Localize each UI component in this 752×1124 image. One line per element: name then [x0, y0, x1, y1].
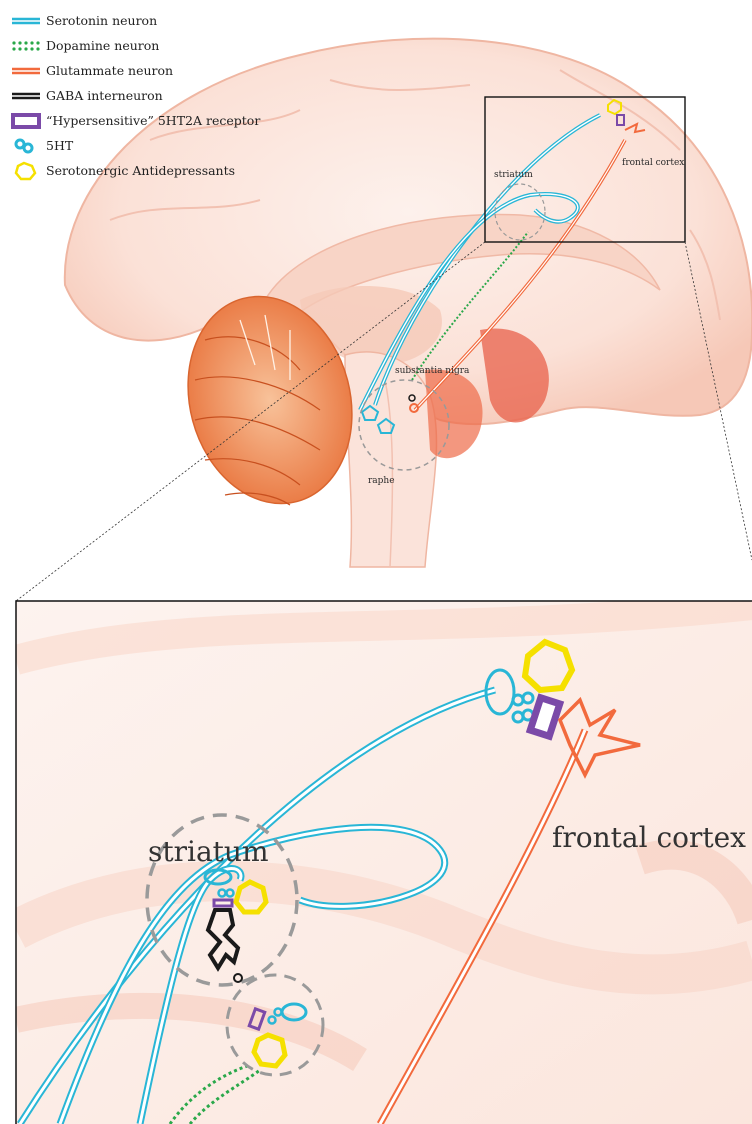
legend-item-receptor: “Hypersensitive” 5HT2A receptor — [10, 108, 300, 133]
legend-label: “Hypersensitive” 5HT2A receptor — [46, 113, 260, 128]
legend-item-antidepressant: Serotonergic Antidepressants — [10, 158, 300, 183]
antidepressant-heptagon-icon — [10, 161, 42, 181]
legend-label: 5HT — [46, 138, 73, 153]
legend-item-glutamate: Glutammate neuron — [10, 58, 300, 83]
legend-label: Serotonergic Antidepressants — [46, 163, 235, 178]
legend-label: Dopamine neuron — [46, 38, 159, 53]
legend-item-5ht: 5HT — [10, 133, 300, 158]
legend-item-dopamine: Dopamine neuron — [10, 33, 300, 58]
serotonin-line-icon — [10, 11, 42, 31]
receptor-rectangle-icon — [10, 111, 42, 131]
legend-label: GABA interneuron — [46, 88, 163, 103]
glutamate-line-icon — [10, 61, 42, 81]
overview-striatum-label: striatum — [494, 170, 533, 180]
overview-substantia-nigra-label: substantia nigra — [395, 366, 469, 376]
legend: Serotonin neuron Dopamine neuron Glutamm… — [10, 8, 300, 183]
legend-label: Serotonin neuron — [46, 13, 157, 28]
detail-frontal-cortex-label: frontal cortex — [552, 821, 746, 854]
overview-raphe-label: raphe — [368, 476, 395, 486]
gaba-line-icon — [10, 86, 42, 106]
overview-frontal-cortex-label: frontal cortex — [622, 158, 684, 168]
detail-striatum-label: striatum — [148, 835, 269, 868]
legend-label: Glutammate neuron — [46, 63, 173, 78]
5ht-molecule-icon — [10, 136, 42, 156]
legend-item-gaba: GABA interneuron — [10, 83, 300, 108]
detail-panel — [16, 601, 752, 1124]
legend-item-serotonin: Serotonin neuron — [10, 8, 300, 33]
dopamine-dots-icon — [10, 36, 42, 56]
